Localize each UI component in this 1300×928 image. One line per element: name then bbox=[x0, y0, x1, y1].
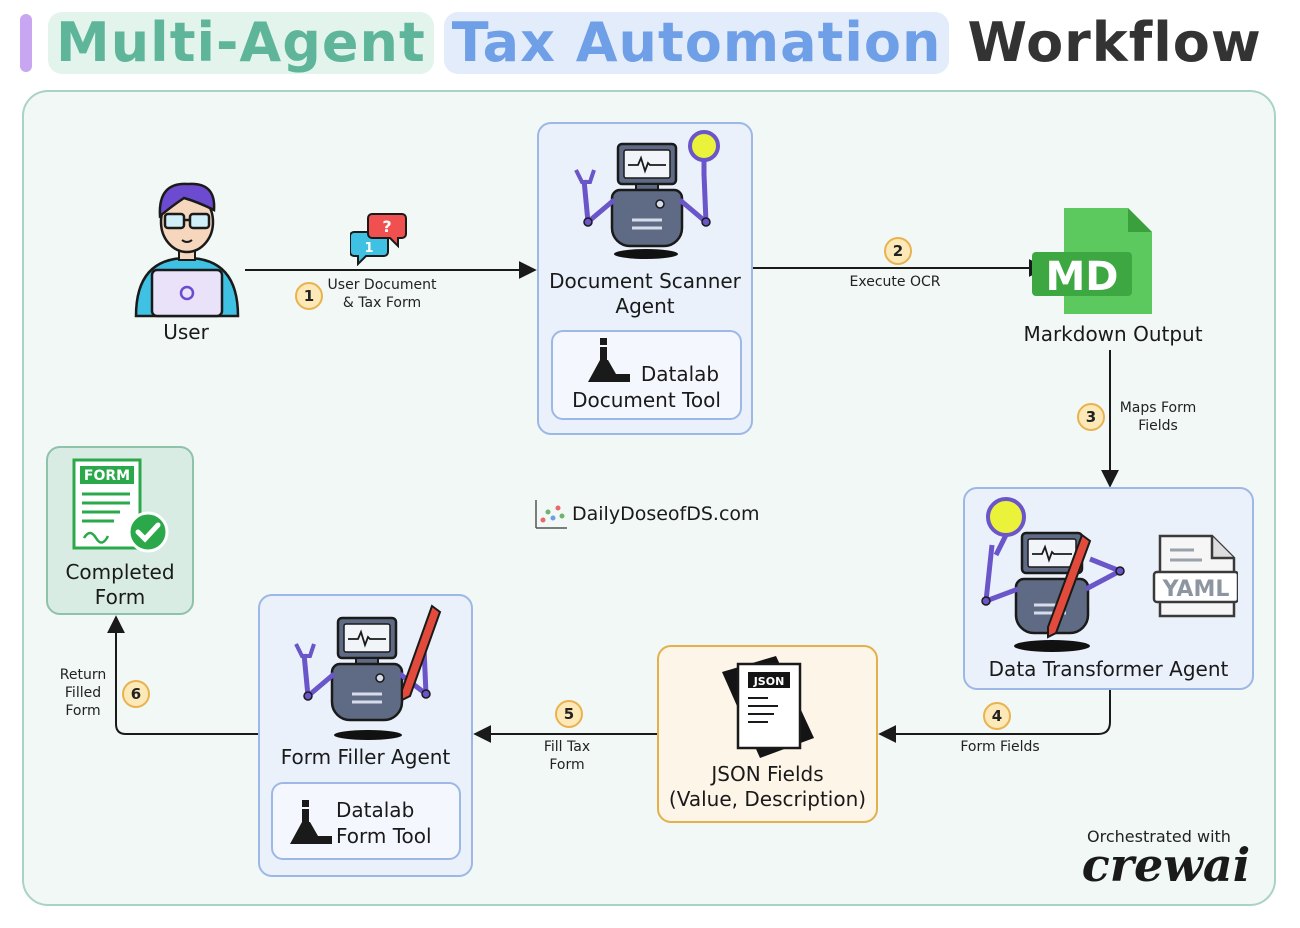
yaml-icon-text: YAML bbox=[1162, 577, 1230, 602]
step-1-badge: 1 bbox=[295, 282, 323, 310]
step-3-label: Maps Form Fields bbox=[1110, 399, 1206, 435]
diagram-title: Multi-Agent Tax Automation Workflow bbox=[20, 8, 1280, 78]
document-scanner-agent-label: Document Scanner Agent bbox=[540, 269, 750, 319]
json-file-icon: JSON bbox=[722, 656, 814, 758]
filler-robot-icon bbox=[294, 604, 442, 740]
json-fields-line-1: JSON Fields bbox=[711, 762, 824, 786]
step-5-line-2: Form bbox=[549, 757, 585, 773]
markdown-file-icon: MD bbox=[1032, 208, 1152, 314]
dailydoseofds-logo-icon bbox=[535, 500, 567, 529]
yaml-file-icon: YAML bbox=[1152, 534, 1238, 618]
completed-form-icon: FORM bbox=[72, 458, 169, 553]
data-transformer-agent-label: Data Transformer Agent bbox=[988, 657, 1229, 681]
md-icon-text: MD bbox=[1045, 254, 1118, 300]
orchestrated-with-text: Orchestrated with bbox=[1087, 827, 1231, 846]
datalab-document-tool-line-2: Document Tool bbox=[572, 388, 721, 412]
step-6-label: Return Filled Form bbox=[50, 666, 116, 720]
completed-form-line-1: Completed bbox=[65, 560, 175, 584]
user-label: User bbox=[163, 320, 209, 344]
step-6-line-1: Return bbox=[59, 667, 107, 683]
document-scanner-line-1: Document Scanner bbox=[549, 269, 741, 293]
title-part-tax-automation: Tax Automation bbox=[443, 12, 950, 74]
step-4-badge: 4 bbox=[983, 702, 1011, 730]
form-icon-text: FORM bbox=[84, 468, 130, 484]
step-1-line-2: & Tax Form bbox=[342, 295, 422, 311]
step-3-line-1: Maps Form bbox=[1119, 400, 1197, 416]
title-part-workflow: Workflow bbox=[967, 11, 1262, 74]
step-1-line-1: User Document bbox=[327, 277, 437, 293]
datalab-document-tool-line-1: Datalab bbox=[640, 362, 720, 386]
crewai-logo: crewai bbox=[1081, 838, 1251, 892]
chat-bubbles-icon: ? 1 bbox=[350, 213, 407, 266]
step-3-line-2: Fields bbox=[1138, 418, 1178, 434]
datalab-form-tool-line-2: Form Tool bbox=[336, 824, 432, 848]
step-2-label: Execute OCR bbox=[849, 274, 941, 290]
step-6-badge: 6 bbox=[122, 680, 150, 708]
transformer-robot-icon bbox=[981, 497, 1125, 652]
step-1-label: User Document & Tax Form bbox=[322, 276, 442, 312]
markdown-output-label: Markdown Output bbox=[1023, 322, 1203, 346]
datalab-document-tool-box bbox=[551, 330, 742, 420]
title-accent-bar bbox=[20, 14, 32, 72]
step-2-badge: 2 bbox=[884, 237, 912, 265]
json-fields-label: JSON Fields (Value, Description) bbox=[657, 762, 878, 812]
step-5-line-1: Fill Tax bbox=[543, 739, 591, 755]
step-3-badge: 3 bbox=[1077, 403, 1105, 431]
completed-form-line-2: Form bbox=[94, 585, 146, 609]
json-fields-line-2: (Value, Description) bbox=[668, 787, 867, 811]
json-icon-text: JSON bbox=[753, 675, 785, 688]
watermark-text: DailyDoseofDS.com bbox=[572, 503, 760, 525]
datalab-form-tool-line-1: Datalab bbox=[336, 798, 415, 822]
arrow-transformer-to-json bbox=[878, 690, 1111, 743]
document-scanner-line-2: Agent bbox=[615, 294, 675, 318]
scanner-robot-icon bbox=[574, 130, 720, 259]
step-4-label: Form Fields bbox=[960, 739, 1040, 755]
completed-form-label: Completed Form bbox=[46, 560, 194, 610]
title-part-multi-agent: Multi-Agent bbox=[48, 12, 434, 74]
step-6-line-2: Filled bbox=[64, 685, 102, 701]
svg-text:?: ? bbox=[382, 217, 391, 236]
step-5-badge: 5 bbox=[555, 700, 583, 728]
svg-text:1: 1 bbox=[364, 241, 373, 256]
step-5-label: Fill Tax Form bbox=[525, 738, 609, 774]
step-6-line-3: Form bbox=[65, 703, 101, 719]
form-filler-agent-label: Form Filler Agent bbox=[280, 745, 451, 769]
arrow-filler-to-completed bbox=[107, 615, 258, 735]
datalab-form-logo-icon bbox=[290, 800, 332, 844]
user-icon bbox=[134, 182, 240, 318]
datalab-logo-icon bbox=[588, 338, 630, 382]
